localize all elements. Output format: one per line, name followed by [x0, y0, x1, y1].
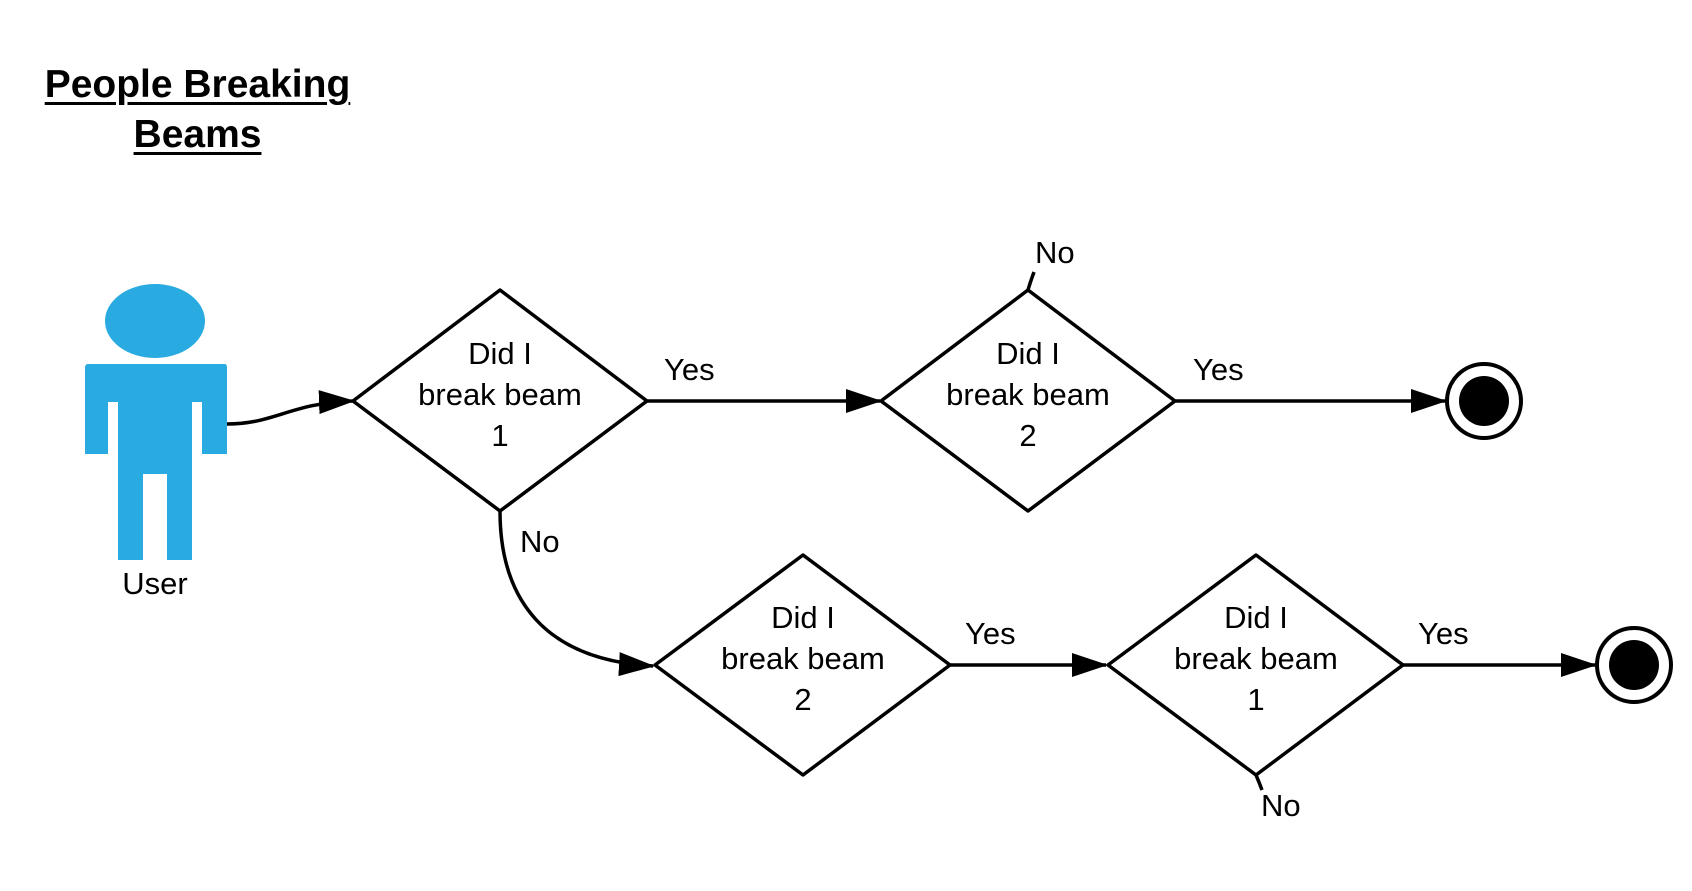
decision-line-1: Did I [996, 336, 1060, 371]
final-state-icon [1445, 362, 1523, 440]
edge-user-to-d1 [226, 390, 355, 426]
label-d1-yes: Yes [664, 352, 715, 387]
decision-line-1: Did I [771, 600, 835, 635]
decision-beam1-second: Did I break beam 1 [1106, 553, 1405, 777]
decision-line-2: break beam [946, 377, 1110, 412]
label-d4-yes: Yes [1418, 616, 1469, 651]
decision-line-2: break beam [1174, 641, 1338, 676]
diagram-title: People Breaking Beams [20, 60, 375, 160]
person-icon [85, 284, 227, 560]
user-label: User [122, 566, 187, 601]
label-d2-no: No [1035, 235, 1075, 270]
decision-beam2-second: Did I break beam 2 [879, 288, 1177, 513]
edge-d2-no-stub [1026, 271, 1036, 291]
decision-line-3: 2 [1019, 418, 1036, 453]
label-d3-yes: Yes [965, 616, 1016, 651]
user-actor: User [85, 284, 227, 601]
decision-line-3: 2 [794, 682, 811, 717]
label-d4-no: No [1261, 788, 1301, 823]
final-state-icon [1595, 626, 1673, 704]
decision-line-3: 1 [491, 418, 508, 453]
edge-d1-no [498, 510, 655, 677]
decision-line-1: Did I [1224, 600, 1288, 635]
title-line-1: People Breaking [44, 63, 351, 106]
decision-beam1-first: Did I break beam 1 [351, 288, 649, 513]
label-d1-no: No [520, 524, 560, 559]
decision-line-2: break beam [418, 377, 582, 412]
decision-line-1: Did I [468, 336, 532, 371]
decision-line-2: break beam [721, 641, 885, 676]
decision-line-3: 1 [1247, 682, 1264, 717]
title-line-2: Beams [133, 113, 262, 156]
decision-beam2-first: Did I break beam 2 [653, 553, 952, 777]
label-d2-yes: Yes [1193, 352, 1244, 387]
